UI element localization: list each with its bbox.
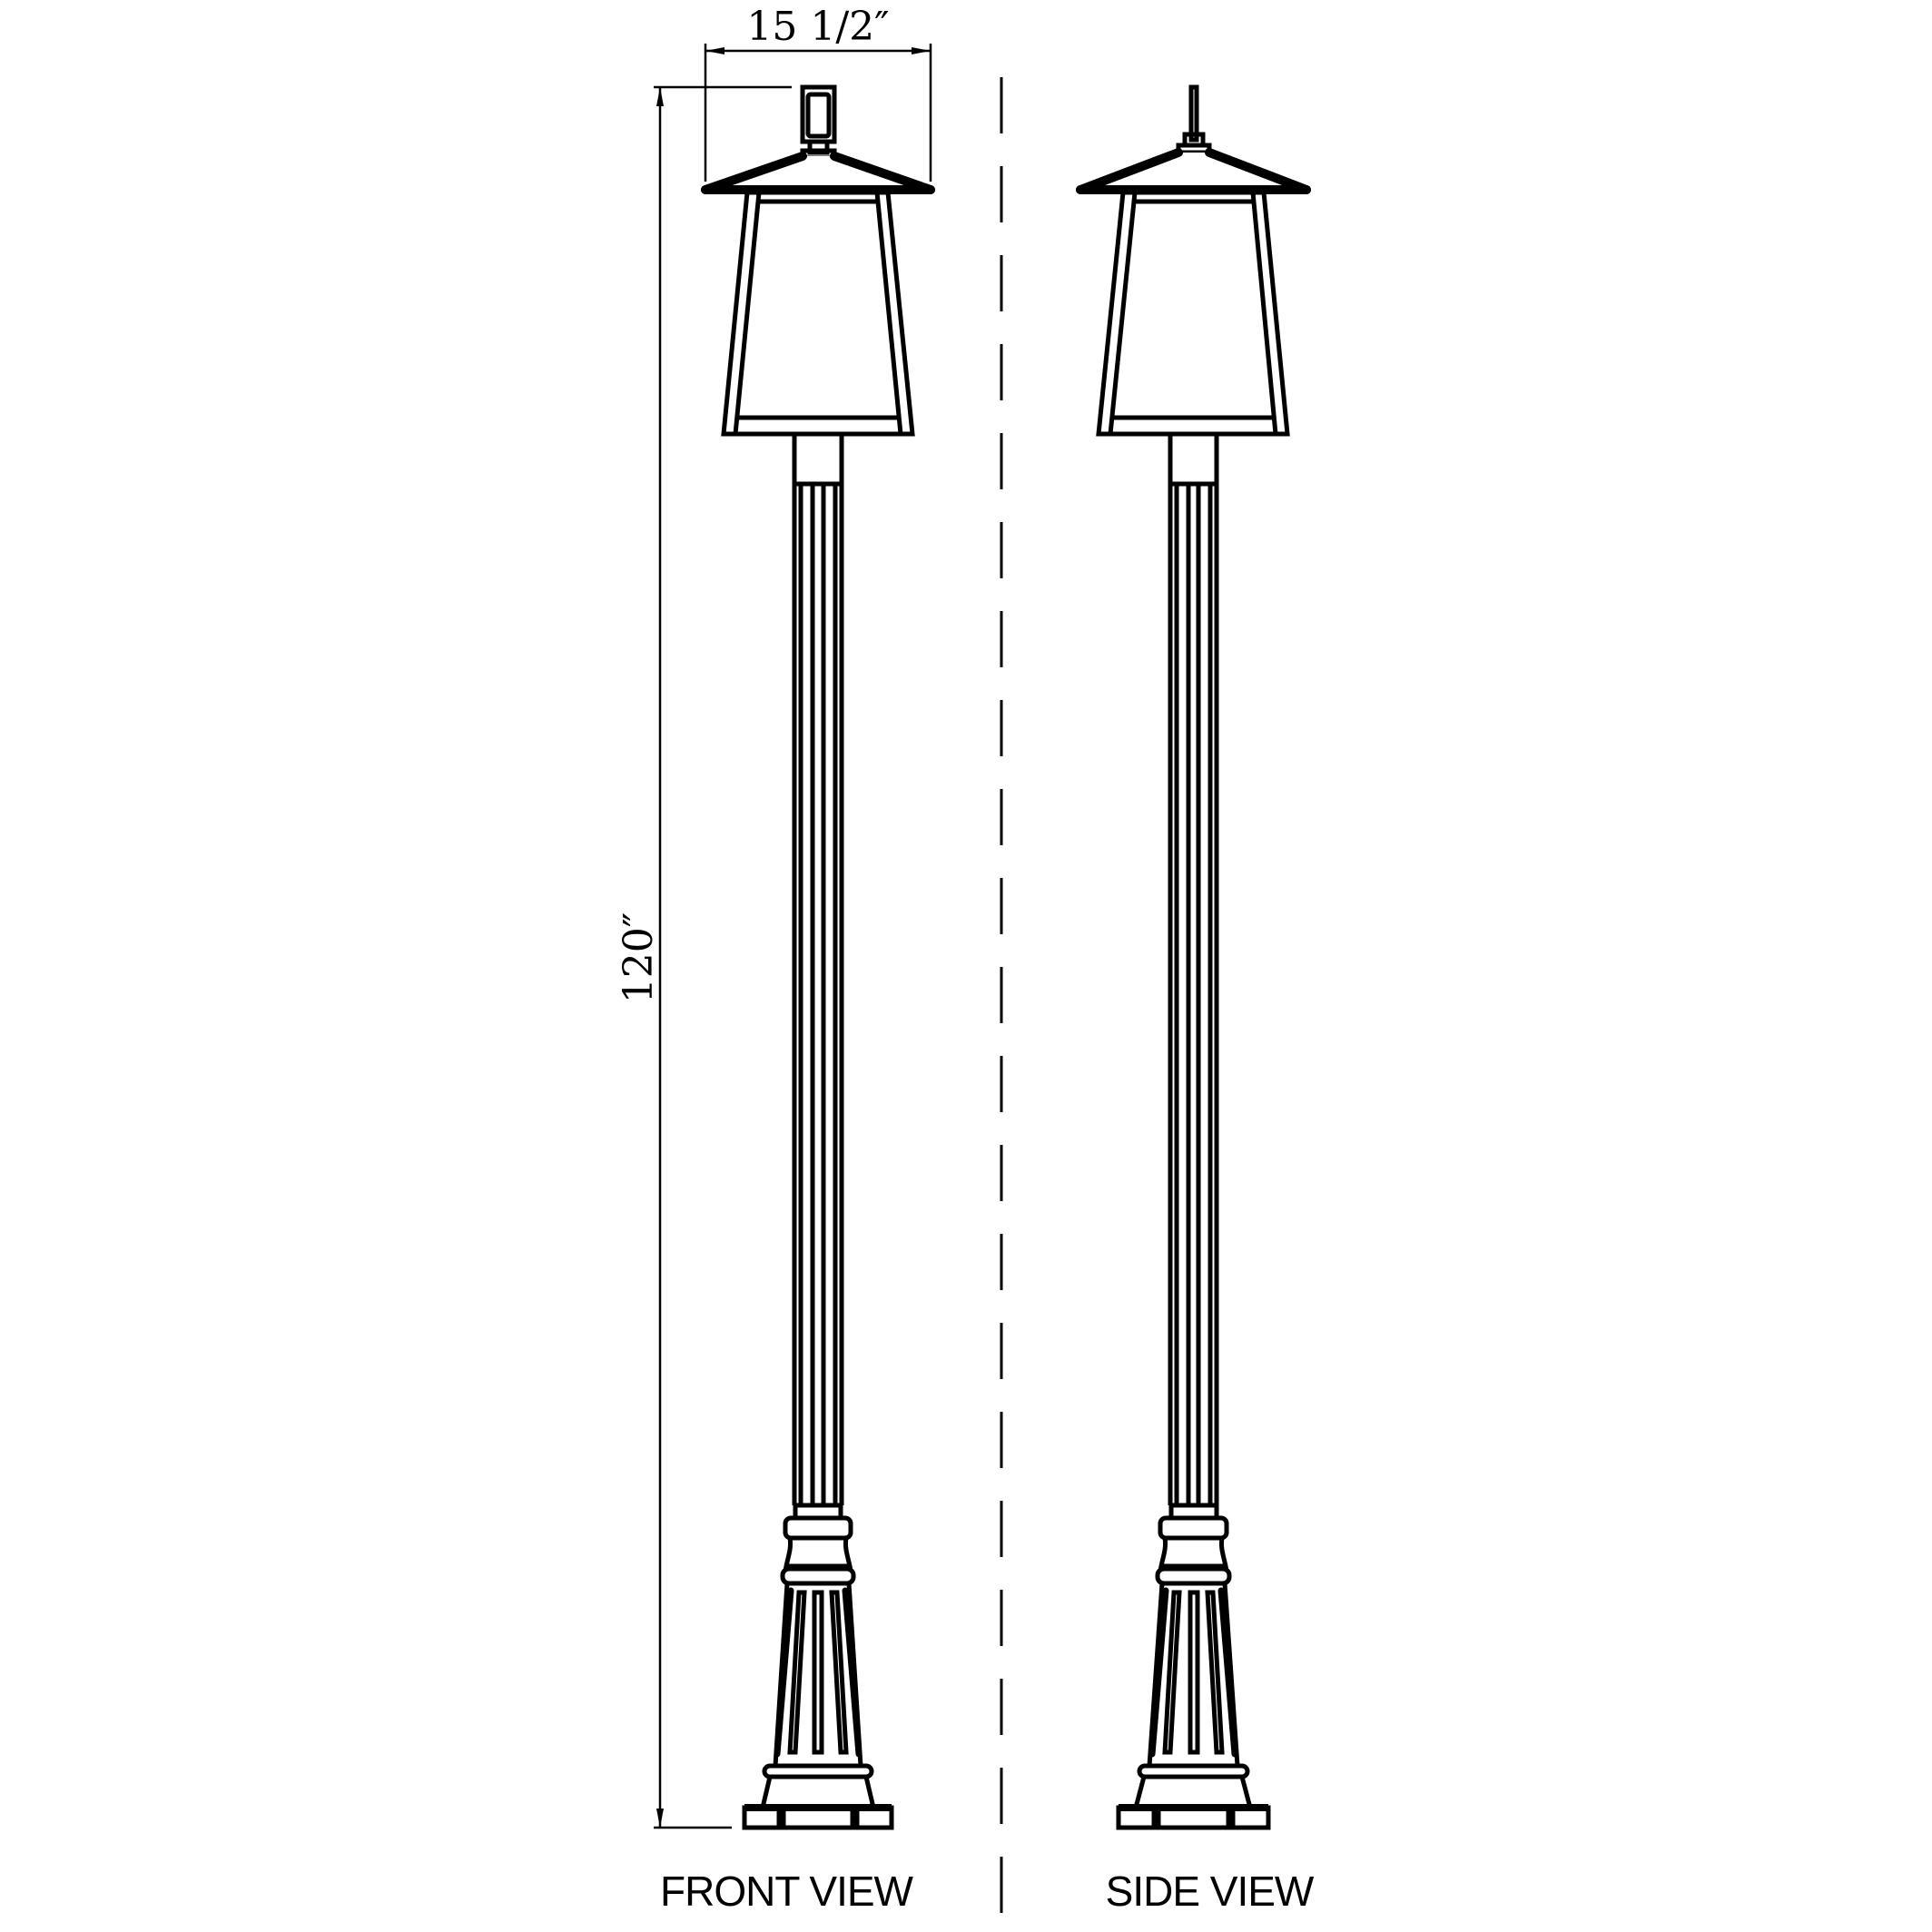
lantern-body — [1096, 190, 1290, 437]
fluted-pole — [792, 484, 844, 1505]
pole-collar — [1168, 431, 1219, 487]
finial-loop-icon — [800, 84, 837, 161]
fluted-pole — [1168, 484, 1219, 1505]
front-view-label: FRONT VIEW — [660, 1868, 914, 1915]
height-dimension-label: 120″ — [616, 912, 662, 1003]
front-view-lamp — [701, 84, 935, 1830]
width-dimension-label: 15 1/2″ — [746, 4, 889, 50]
side-view-label: SIDE VIEW — [1106, 1868, 1315, 1915]
lantern-body — [721, 190, 915, 437]
height-dimension: 120″ — [616, 85, 792, 1829]
lantern-roof — [1076, 148, 1311, 194]
width-dimension: 15 1/2″ — [704, 4, 932, 182]
pole-base — [1116, 1503, 1271, 1830]
finial-rod-icon — [1176, 84, 1212, 155]
side-view-lamp — [1076, 84, 1311, 1830]
lantern-roof — [701, 152, 935, 194]
pole-base — [742, 1503, 894, 1830]
pole-collar — [792, 431, 844, 487]
